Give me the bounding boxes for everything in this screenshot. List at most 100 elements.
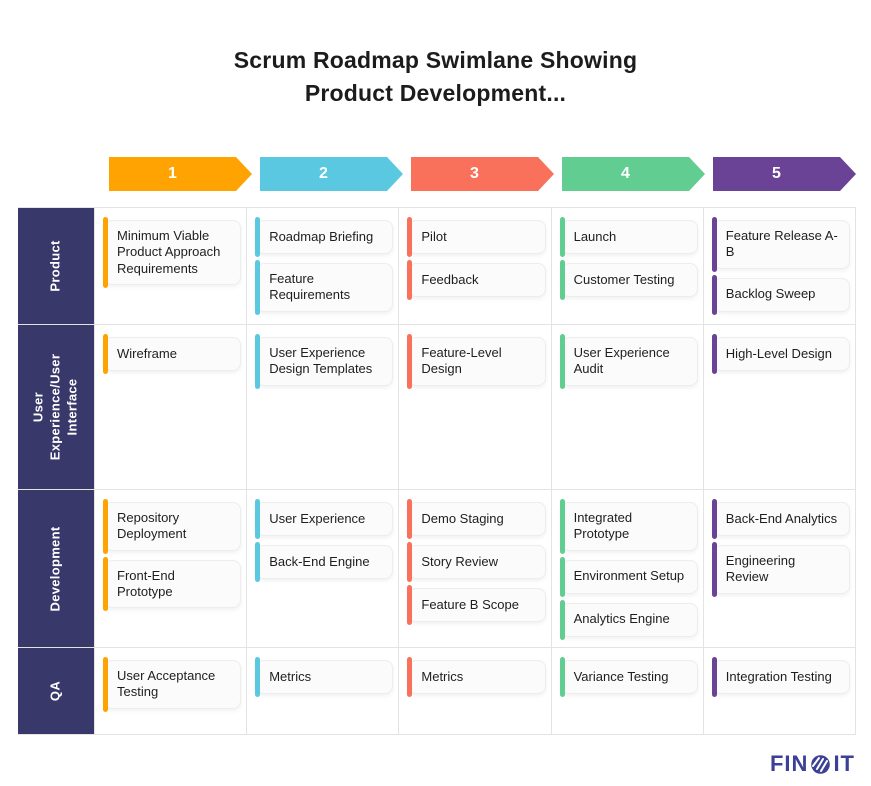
- lane-label-product: Product: [18, 208, 95, 324]
- roadmap-card: Demo Staging: [407, 499, 546, 539]
- card-accent-bar: [103, 334, 108, 374]
- card-text: Feature-Level Design: [421, 345, 502, 377]
- card-accent-bar: [559, 499, 565, 554]
- cell-uxui-stage5: High-Level Design: [704, 325, 856, 489]
- card-accent-bar: [255, 542, 261, 582]
- lane-label-text: Development: [47, 526, 63, 611]
- card-text: Environment Setup: [573, 568, 685, 584]
- roadmap-card: User Acceptance Testing: [103, 657, 242, 712]
- stage-number: 3: [470, 165, 479, 182]
- card-text: Engineering Review: [725, 553, 796, 585]
- swimlane-product: Product Minimum Viable Product Approach …: [18, 208, 856, 325]
- roadmap-card: Feature Release A-B: [711, 217, 850, 272]
- card-accent-bar: [407, 334, 413, 389]
- card-text: Metrics: [269, 668, 312, 684]
- card-accent-bar: [255, 499, 261, 539]
- cell-uxui-stage4: User Experience Audit: [552, 325, 704, 489]
- roadmap-card: Back-End Engine: [255, 542, 394, 582]
- card-text: Pilot: [421, 228, 447, 244]
- card-accent-bar: [407, 260, 413, 300]
- card-accent-bar: [103, 556, 108, 611]
- roadmap-card: Customer Testing: [559, 260, 698, 300]
- cell-qa-stage5: Integration Testing: [704, 648, 856, 734]
- card-accent-bar: [407, 657, 413, 697]
- cell-uxui-stage3: Feature-Level Design: [399, 325, 552, 489]
- roadmap-card: Integration Testing: [711, 657, 850, 697]
- cell-product-stage5: Feature Release A-B Backlog Sweep: [704, 208, 856, 324]
- card-accent-bar: [711, 217, 717, 272]
- card-accent-bar: [559, 217, 565, 257]
- card-text: Feature B Scope: [421, 596, 519, 612]
- roadmap-card: User Experience: [255, 499, 394, 539]
- card-text: Repository Deployment: [117, 510, 187, 542]
- card-text: Backlog Sweep: [725, 286, 816, 302]
- card-text: Back-End Engine: [269, 553, 370, 569]
- roadmap-card: Feedback: [407, 260, 546, 300]
- roadmap-card: Repository Deployment: [103, 499, 242, 554]
- logo-text-prefix: FIN: [769, 751, 809, 776]
- card-accent-bar: [407, 542, 413, 582]
- logo-striped-o-icon: [811, 754, 831, 774]
- card-text: Analytics Engine: [573, 611, 670, 627]
- card-text: Feature Release A-B: [725, 228, 838, 260]
- page-title: Scrum Roadmap Swimlane Showing Product D…: [233, 47, 638, 107]
- cell-uxui-stage2: User Experience Design Templates: [247, 325, 400, 489]
- card-text: Demo Staging: [421, 510, 504, 526]
- swimlane-qa: QA User Acceptance Testing Metrics Metri…: [18, 648, 856, 735]
- card-accent-bar: [255, 260, 261, 315]
- card-text: Front-End Prototype: [117, 567, 175, 599]
- card-accent-bar: [711, 542, 717, 597]
- roadmap-card: Back-End Analytics: [711, 499, 850, 539]
- card-text: High-Level Design: [725, 345, 833, 361]
- stage-number: 5: [772, 165, 781, 182]
- cell-dev-stage2: User Experience Back-End Engine: [247, 490, 400, 647]
- card-text: Minimum Viable Product Approach Requirem…: [117, 228, 221, 276]
- cell-qa-stage4: Variance Testing: [552, 648, 704, 734]
- card-text: Customer Testing: [573, 271, 675, 287]
- card-accent-bar: [559, 657, 565, 697]
- cell-dev-stage4: Integrated Prototype Environment Setup A…: [552, 490, 704, 647]
- card-accent-bar: [103, 217, 108, 288]
- roadmap-card: Engineering Review: [711, 542, 850, 597]
- card-text: Feature Requirements: [269, 271, 351, 303]
- lane-label-text: User Experience/User Interface: [30, 353, 80, 461]
- card-text: Story Review: [421, 553, 498, 569]
- lane-label-text: Product: [47, 240, 63, 292]
- roadmap-card: Integrated Prototype: [559, 499, 698, 554]
- stage-arrow-2: 2: [260, 157, 403, 191]
- card-accent-bar: [407, 499, 413, 539]
- card-text: Metrics: [421, 668, 464, 684]
- roadmap-card: Environment Setup: [559, 556, 698, 597]
- card-accent-bar: [255, 657, 261, 697]
- stage-number: 1: [168, 165, 177, 182]
- swimlane-ux-ui: User Experience/User Interface Wireframe…: [18, 325, 856, 490]
- logo-text-suffix: IT: [833, 751, 855, 776]
- card-accent-bar: [559, 334, 565, 389]
- cell-qa-stage3: Metrics: [399, 648, 552, 734]
- card-accent-bar: [711, 657, 717, 697]
- card-accent-bar: [407, 217, 413, 257]
- roadmap-card: Minimum Viable Product Approach Requirem…: [103, 217, 242, 288]
- card-accent-bar: [559, 260, 565, 300]
- cell-uxui-stage1: Wireframe: [95, 325, 248, 489]
- card-accent-bar: [103, 499, 108, 554]
- cell-product-stage1: Minimum Viable Product Approach Requirem…: [95, 208, 248, 324]
- card-text: Integrated Prototype: [573, 510, 633, 542]
- stage-number: 2: [319, 165, 328, 182]
- stage-arrow-3: 3: [411, 157, 554, 191]
- card-accent-bar: [407, 585, 413, 625]
- card-accent-bar: [255, 334, 261, 389]
- stage-number: 4: [621, 165, 630, 182]
- roadmap-card: Metrics: [407, 657, 546, 697]
- card-text: Wireframe: [117, 345, 177, 361]
- roadmap-card: Feature B Scope: [407, 585, 546, 625]
- roadmap-card: Feature-Level Design: [407, 334, 546, 389]
- swimlane-development: Development Repository Deployment Front-…: [18, 490, 856, 648]
- roadmap-card: Launch: [559, 217, 698, 257]
- cell-qa-stage2: Metrics: [247, 648, 400, 734]
- card-text: Roadmap Briefing: [269, 228, 374, 244]
- card-accent-bar: [711, 334, 717, 374]
- cell-qa-stage1: User Acceptance Testing: [95, 648, 248, 734]
- cell-product-stage2: Roadmap Briefing Feature Requirements: [247, 208, 400, 324]
- cell-dev-stage3: Demo Staging Story Review Feature B Scop…: [399, 490, 552, 647]
